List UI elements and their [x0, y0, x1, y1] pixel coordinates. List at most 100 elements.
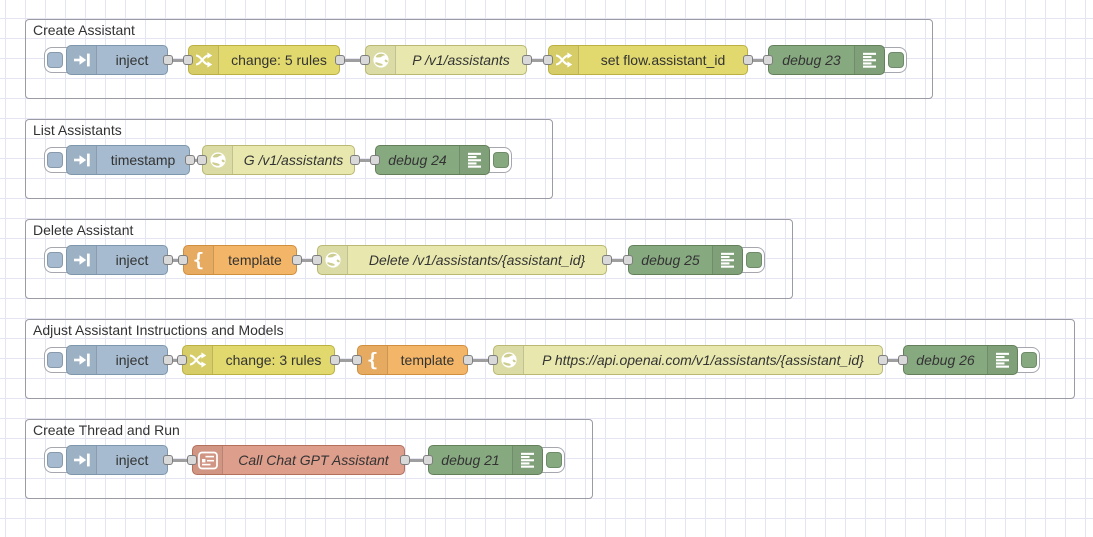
node-debug-debug-25[interactable]: debug 25	[628, 245, 743, 275]
output-port[interactable]	[163, 455, 173, 465]
wire[interactable]	[525, 58, 550, 62]
node-template-template[interactable]: {template	[357, 345, 468, 375]
inject-button-inner[interactable]	[47, 352, 63, 368]
node-label: debug 21	[441, 452, 500, 468]
wire[interactable]	[353, 158, 377, 162]
output-port[interactable]	[743, 55, 753, 65]
input-port[interactable]	[197, 155, 207, 165]
inject-arrow-icon	[67, 446, 97, 474]
wire[interactable]	[403, 458, 430, 462]
output-port[interactable]	[292, 255, 302, 265]
node-inject-inject[interactable]: inject	[66, 345, 168, 375]
output-port[interactable]	[350, 155, 360, 165]
wire[interactable]	[333, 358, 359, 362]
wire[interactable]	[746, 58, 770, 62]
output-port[interactable]	[185, 155, 195, 165]
group-delete-assistant[interactable]: Delete Assistant	[25, 219, 793, 299]
node-inject-inject[interactable]: inject	[66, 445, 168, 475]
node-http-request-g-v1-assistants[interactable]: G /v1/assistants	[202, 145, 355, 175]
node-label: P /v1/assistants	[412, 52, 510, 68]
output-port[interactable]	[878, 355, 888, 365]
input-port[interactable]	[763, 55, 773, 65]
node-label: debug 24	[388, 152, 447, 168]
node-label: G /v1/assistants	[243, 152, 344, 168]
node-debug-debug-21[interactable]: debug 21	[428, 445, 543, 475]
output-port[interactable]	[602, 255, 612, 265]
node-label: set flow.assistant_id	[600, 52, 726, 68]
output-port[interactable]	[163, 355, 173, 365]
input-port[interactable]	[177, 355, 187, 365]
group-adjust-assistant-instructions-and-models[interactable]: Adjust Assistant Instructions and Models	[25, 319, 1075, 399]
debug-toggle-inner[interactable]	[888, 52, 904, 68]
output-port[interactable]	[330, 355, 340, 365]
input-port[interactable]	[312, 255, 322, 265]
wire[interactable]	[338, 58, 367, 62]
inject-button-inner[interactable]	[47, 52, 63, 68]
wire[interactable]	[605, 258, 630, 262]
node-label: inject	[115, 352, 149, 368]
input-port[interactable]	[183, 55, 193, 65]
output-port[interactable]	[522, 55, 532, 65]
group-create-assistant[interactable]: Create Assistant	[25, 19, 933, 99]
input-port[interactable]	[187, 455, 197, 465]
node-label: inject	[115, 52, 149, 68]
node-change-set-flow-assistant-id[interactable]: set flow.assistant_id	[548, 45, 748, 75]
inject-button-inner[interactable]	[47, 452, 63, 468]
input-port[interactable]	[352, 355, 362, 365]
node-label: template	[228, 252, 282, 268]
input-port[interactable]	[370, 155, 380, 165]
input-port[interactable]	[178, 255, 188, 265]
node-inject-inject[interactable]: inject	[66, 245, 168, 275]
node-http-request-p-v1-assistants[interactable]: P /v1/assistants	[365, 45, 527, 75]
node-label: timestamp	[110, 152, 176, 168]
wire[interactable]	[166, 358, 184, 362]
node-debug-debug-26[interactable]: debug 26	[903, 345, 1018, 375]
group-list-assistants[interactable]: List Assistants	[25, 119, 553, 199]
node-label: Call Chat GPT Assistant	[238, 452, 389, 468]
wire[interactable]	[166, 458, 194, 462]
debug-toggle-inner[interactable]	[746, 252, 762, 268]
node-change-change-5-rules[interactable]: change: 5 rules	[188, 45, 340, 75]
input-port[interactable]	[623, 255, 633, 265]
debug-output-icon	[712, 246, 742, 274]
input-port[interactable]	[360, 55, 370, 65]
node-http-request-delete-v1-assistants-assistant-id[interactable]: Delete /v1/assistants/{assistant_id}	[317, 245, 607, 275]
inject-button-inner[interactable]	[47, 152, 63, 168]
shuffle-icon	[189, 46, 219, 74]
wire[interactable]	[466, 358, 495, 362]
node-subflow-call-chat-gpt-assistant[interactable]: Call Chat GPT Assistant	[192, 445, 405, 475]
input-port[interactable]	[488, 355, 498, 365]
node-inject-timestamp[interactable]: timestamp	[66, 145, 190, 175]
output-port[interactable]	[163, 55, 173, 65]
debug-output-icon	[854, 46, 884, 74]
input-port[interactable]	[543, 55, 553, 65]
wire[interactable]	[166, 258, 185, 262]
input-port[interactable]	[423, 455, 433, 465]
node-http-request-p-https-api-openai-com-v1-assistants-assistant-id[interactable]: P https://api.openai.com/v1/assistants/{…	[493, 345, 883, 375]
output-port[interactable]	[163, 255, 173, 265]
node-debug-debug-24[interactable]: debug 24	[375, 145, 490, 175]
output-port[interactable]	[400, 455, 410, 465]
curly-brace-icon: {	[184, 246, 214, 274]
group-create-thread-and-run[interactable]: Create Thread and Run	[25, 419, 593, 499]
wire[interactable]	[166, 58, 190, 62]
output-port[interactable]	[463, 355, 473, 365]
curly-brace-icon: {	[358, 346, 388, 374]
subflow-icon	[193, 446, 223, 474]
debug-toggle-inner[interactable]	[493, 152, 509, 168]
debug-toggle-inner[interactable]	[1021, 352, 1037, 368]
node-debug-debug-23[interactable]: debug 23	[768, 45, 885, 75]
debug-toggle-inner[interactable]	[546, 452, 562, 468]
node-template-template[interactable]: { template	[183, 245, 297, 275]
node-label: inject	[115, 252, 149, 268]
node-inject-inject[interactable]: inject	[66, 45, 168, 75]
group-label: List Assistants	[33, 122, 122, 138]
wire[interactable]	[295, 258, 319, 262]
inject-button-inner[interactable]	[47, 252, 63, 268]
node-change-change-3-rules[interactable]: change: 3 rules	[182, 345, 335, 375]
wire[interactable]	[188, 158, 204, 162]
wire[interactable]	[881, 358, 905, 362]
input-port[interactable]	[898, 355, 908, 365]
output-port[interactable]	[335, 55, 345, 65]
